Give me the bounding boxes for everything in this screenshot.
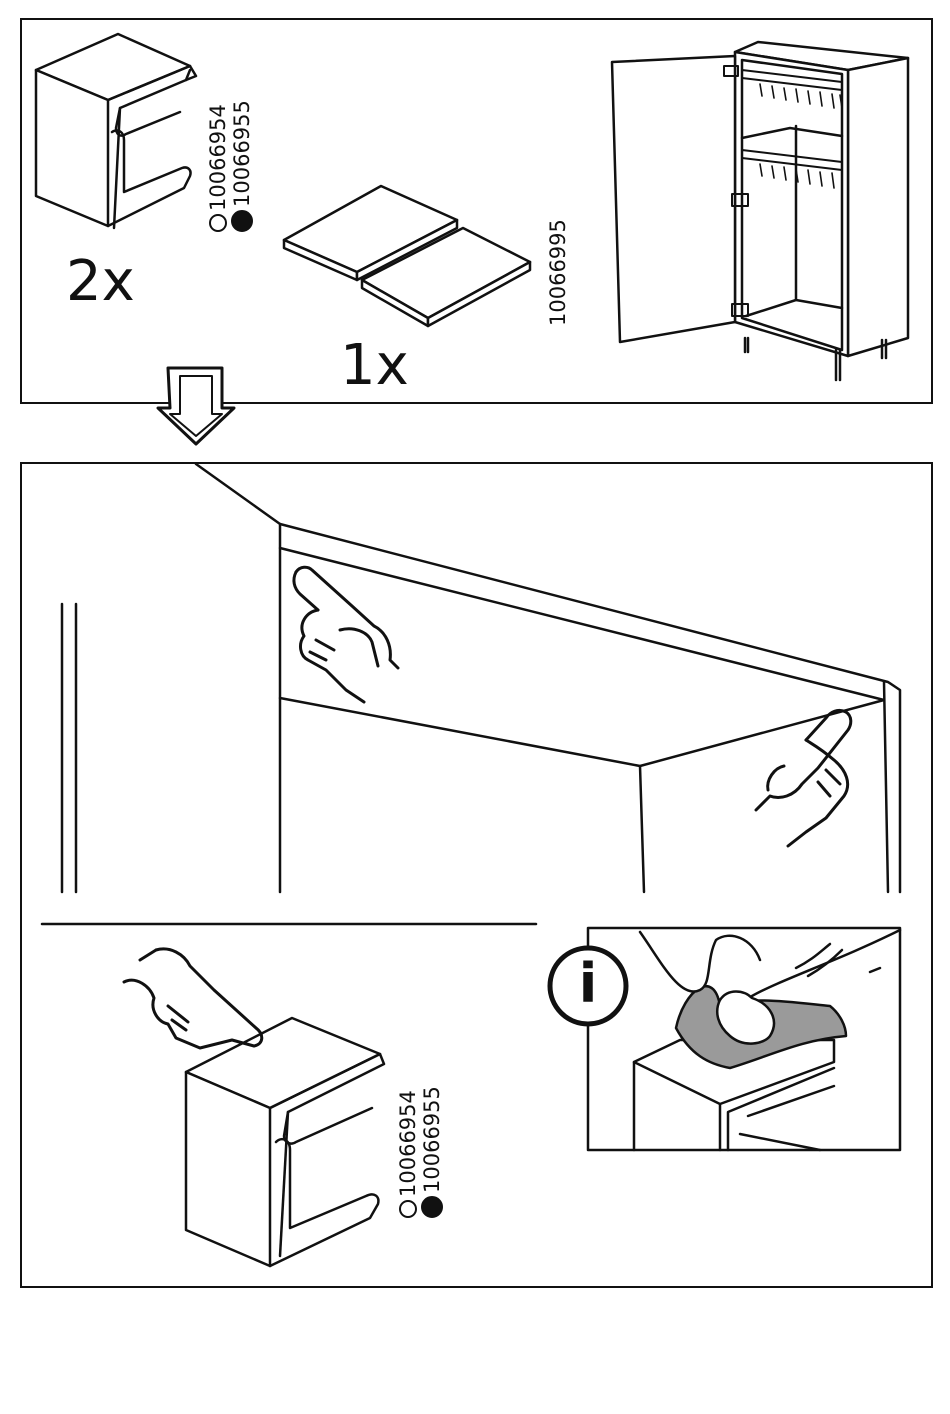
step-code-black: 10066955 — [420, 1086, 444, 1193]
code-row-black: 10066955 — [420, 1086, 444, 1218]
black-circle-icon — [421, 1196, 443, 1218]
bracket-step-drawing — [186, 1018, 384, 1266]
code-row-white: 10066954 — [396, 1086, 420, 1218]
finger-touch-icon — [124, 949, 262, 1048]
white-circle-icon — [399, 1200, 417, 1218]
cabinet-interior-drawing — [42, 464, 900, 924]
hand-pointing-icon — [294, 567, 398, 702]
info-box-drawing — [588, 928, 900, 1150]
step-article-codes: 10066954 10066955 — [396, 1086, 444, 1218]
info-icon-glyph: i — [570, 952, 606, 1016]
step-code-white: 10066954 — [396, 1090, 420, 1197]
